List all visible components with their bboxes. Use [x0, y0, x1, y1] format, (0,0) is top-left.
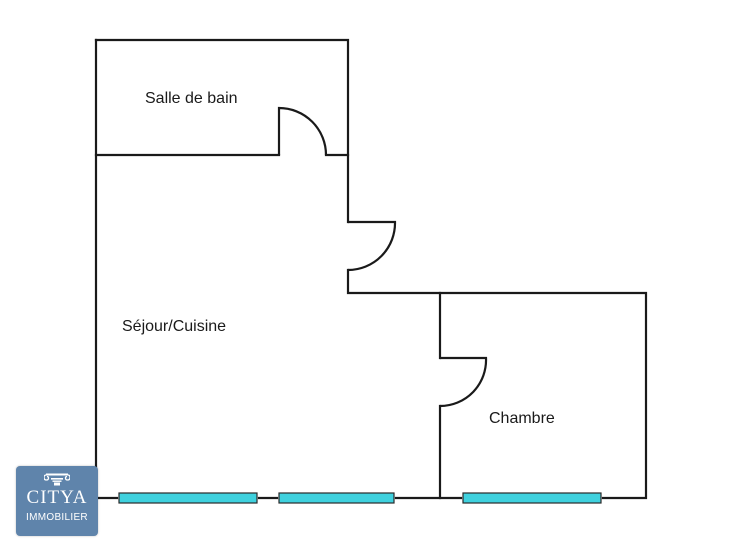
bedroom-door: [439, 356, 488, 408]
exterior-wall: [94, 38, 119, 500]
room-label-living: Séjour/Cuisine: [122, 318, 226, 335]
citya-logo: CITYA IMMOBILIER: [16, 466, 98, 536]
column-capital-icon: [44, 473, 70, 486]
logo-tagline: IMMOBILIER: [26, 512, 88, 523]
window: [462, 492, 602, 504]
window: [278, 492, 395, 504]
bathroom-door: [277, 106, 328, 156]
exterior-wall: [346, 268, 648, 500]
entrance-door: [347, 220, 397, 272]
exterior-wall: [94, 38, 350, 224]
room-label-bathroom: Salle de bain: [145, 90, 238, 107]
logo-brand: CITYA: [26, 487, 88, 508]
window: [118, 492, 258, 504]
room-label-bedroom: Chambre: [489, 410, 555, 427]
